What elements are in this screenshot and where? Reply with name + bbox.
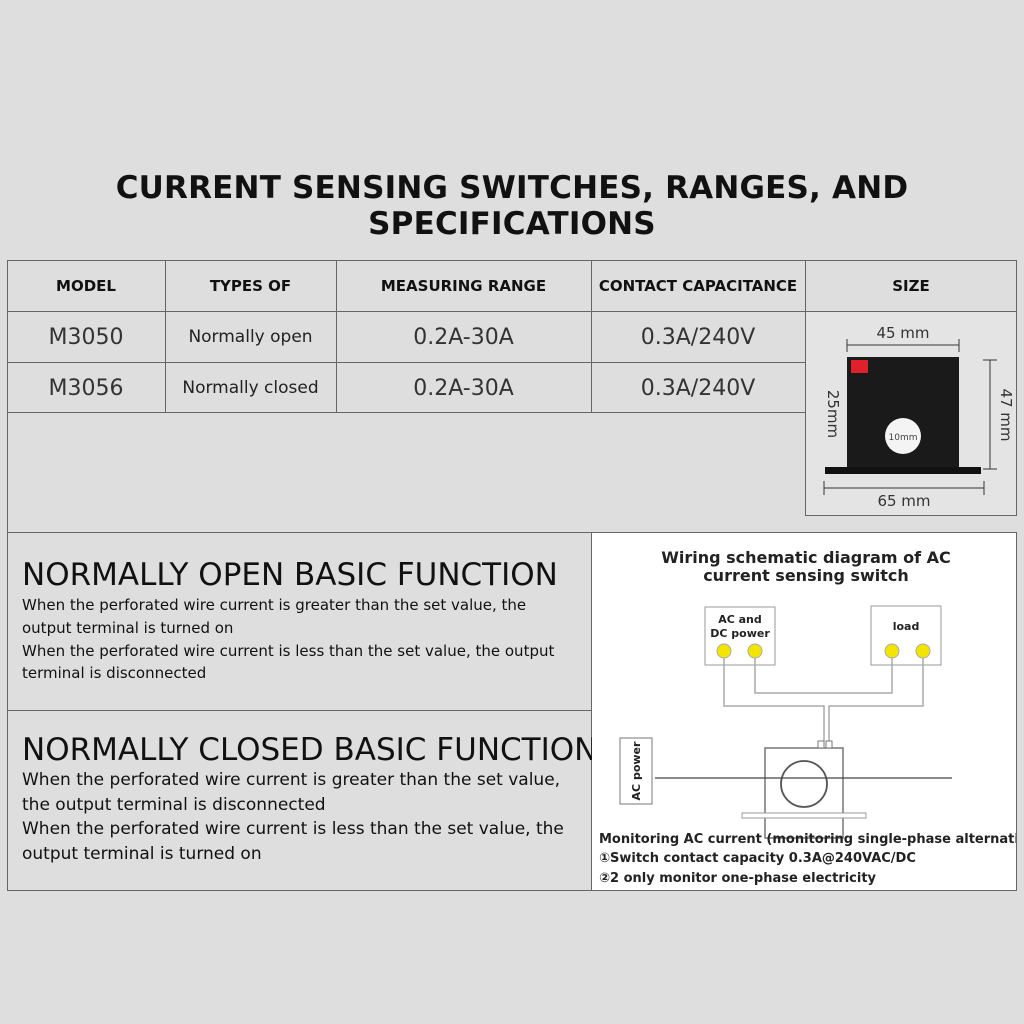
bottom-width-label: 65 mm bbox=[877, 492, 930, 510]
page-title: CURRENT SENSING SWITCHES, RANGES, AND SP… bbox=[115, 170, 909, 242]
table-cell-capacitance: 0.3A/240V bbox=[640, 375, 756, 401]
normally-open-title: NORMALLY OPEN BASIC FUNCTION bbox=[22, 557, 558, 593]
terminal-icon bbox=[915, 643, 931, 659]
diagram-note: ①Switch contact capacity 0.3A@240VAC/DC bbox=[599, 851, 916, 866]
sensor-terminal bbox=[825, 740, 833, 749]
ac-power-box bbox=[619, 737, 653, 805]
top-width-label: 45 mm bbox=[876, 324, 929, 342]
table-cell-range: 0.2A-30A bbox=[413, 324, 514, 350]
wires bbox=[723, 658, 924, 741]
normally-open-description: When the perforated wire current is grea… bbox=[22, 594, 567, 685]
load-box bbox=[870, 605, 942, 666]
diagram-note: Monitoring AC current (monitoring single… bbox=[599, 832, 1016, 847]
diagram-title-line1: Wiring schematic diagram of AC bbox=[661, 548, 951, 567]
sensor-base bbox=[741, 812, 867, 819]
ac-dc-power-box bbox=[704, 606, 776, 666]
through-hole bbox=[885, 418, 921, 454]
table-cell-model: M3056 bbox=[48, 375, 124, 401]
header-contact-capacitance: CONTACT CAPACITANCE bbox=[598, 277, 798, 295]
diagram-note: ②2 only monitor one-phase electricity bbox=[599, 871, 877, 886]
indicator-led bbox=[851, 360, 868, 373]
ac-power-label: AC power bbox=[630, 741, 643, 800]
normally-closed-line: When the perforated wire current is less… bbox=[22, 819, 564, 864]
table-cell-model: M3050 bbox=[48, 324, 124, 350]
header-size: SIZE bbox=[892, 277, 930, 295]
hole-label: 10mm bbox=[889, 433, 918, 443]
size-drawing: 45 mm 10mm 25mm 47 mm 65 mm bbox=[806, 312, 1016, 515]
table-cell-type: Normally open bbox=[188, 327, 313, 347]
left-height-label: 25mm bbox=[824, 390, 842, 438]
device-base bbox=[825, 467, 981, 474]
normally-closed-title: NORMALLY CLOSED BASIC FUNCTION bbox=[22, 732, 598, 768]
load-label: load bbox=[893, 620, 920, 633]
header-model: MODEL bbox=[56, 277, 116, 295]
wiring-diagram: Wiring schematic diagram of AC current s… bbox=[599, 548, 1016, 886]
ac-dc-power-label-2: DC power bbox=[710, 627, 770, 640]
terminal-icon bbox=[747, 643, 763, 659]
header-measuring-range: MEASURING RANGE bbox=[380, 277, 547, 295]
diagram-title-line2: current sensing switch bbox=[703, 566, 909, 585]
normally-closed-line: When the perforated wire current is grea… bbox=[22, 770, 561, 815]
terminal-icon bbox=[884, 643, 900, 659]
right-height-label: 47 mm bbox=[997, 388, 1015, 441]
table-cell-type: Normally closed bbox=[182, 378, 319, 398]
table-cell-capacitance: 0.3A/240V bbox=[640, 324, 756, 350]
header-types: TYPES OF bbox=[209, 277, 292, 295]
normally-open-line: When the perforated wire current is grea… bbox=[22, 596, 527, 637]
sensor-hole bbox=[780, 760, 828, 808]
sensor-terminal bbox=[817, 740, 825, 749]
ac-dc-power-label-1: AC and bbox=[718, 613, 762, 626]
normally-closed-description: When the perforated wire current is grea… bbox=[22, 768, 582, 867]
table-cell-range: 0.2A-30A bbox=[413, 375, 514, 401]
terminal-icon bbox=[716, 643, 732, 659]
normally-open-line: When the perforated wire current is less… bbox=[22, 641, 555, 683]
